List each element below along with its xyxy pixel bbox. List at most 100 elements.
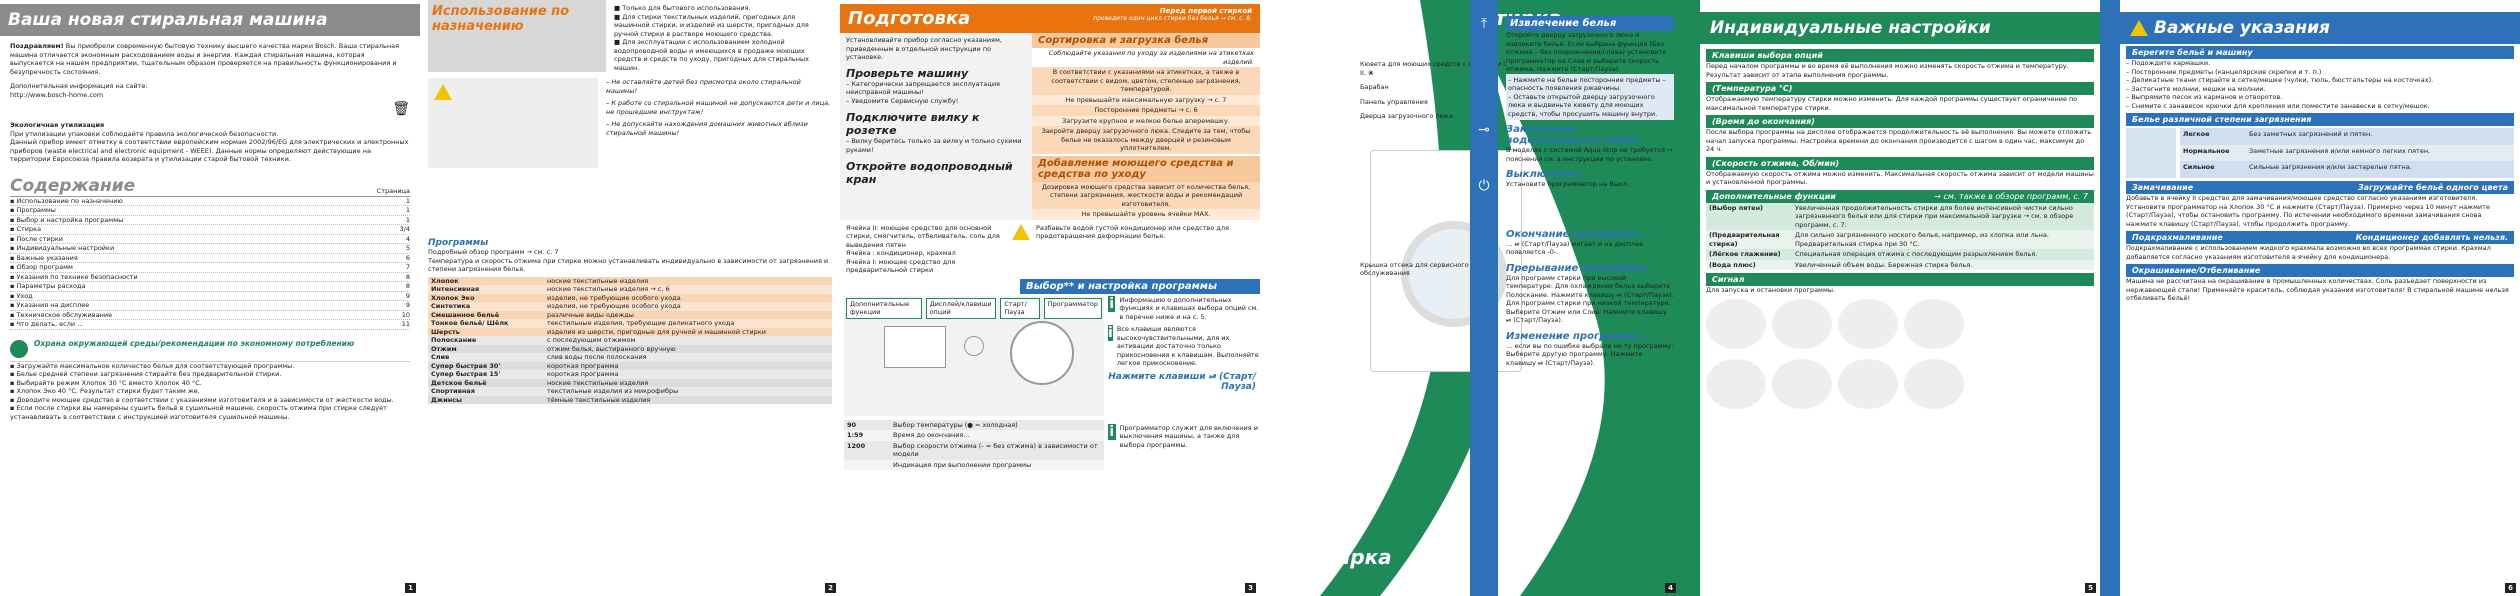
- spin-speed-title: (Скорость отжима, Об/мин): [1706, 156, 2094, 170]
- open-tap: Откройте водопроводный кран: [846, 160, 1013, 186]
- option-keys-text: Перед началом программы и во время её вы…: [1706, 62, 2069, 79]
- off-text: Установите программатор на Выкл.: [1506, 180, 1630, 188]
- toc-item-label: ▪ Важные указания: [10, 253, 78, 262]
- dial-diagram-8: [1904, 358, 1964, 409]
- step-2: 2: [1270, 380, 1284, 404]
- dial-diagram-5: [1706, 358, 1766, 409]
- soak-text: Добавьте в ячейку II средство для замачи…: [2126, 194, 2490, 228]
- intro-text: Вы приобрели современную бытовую технику…: [10, 42, 400, 76]
- interrupt-text: Для программ стирки при высокой температ…: [1506, 273, 1674, 325]
- toc-item-label: ▪ Указания по технике безопасности: [10, 272, 138, 281]
- panel-label: Дополнительные функции: [846, 297, 922, 319]
- unload-list: – Нажмите на белье посторонние предметы …: [1506, 73, 1674, 120]
- function-desc: Специальная операция отжима с последующи…: [1795, 250, 2038, 258]
- toc-item-page: 1: [405, 206, 410, 214]
- website-link[interactable]: http://www.bosch-home.com: [10, 90, 104, 99]
- info-2: Все клавиши являются высокочувствительны…: [1116, 325, 1259, 367]
- toc-item-page: 5: [405, 244, 410, 252]
- usage-item: ■ Для эксплуатации с использованием холо…: [614, 38, 809, 72]
- start-title: Нажмите клавиши ⏯ (Старт/Пауза): [1108, 371, 1256, 392]
- function-row[interactable]: (Вода плюс)Увеличенный объем воды. Береж…: [1706, 259, 2094, 270]
- prep-header: Подготовка Перед первой стиркой проведит…: [840, 4, 1260, 33]
- function-row[interactable]: (Выбор пятен)Увеличенная продолжительнос…: [1706, 202, 2094, 230]
- function-row[interactable]: (Лёгкое глажение)Специальная операция от…: [1706, 249, 2094, 260]
- temperature-title: (Температура °С): [1706, 82, 2094, 95]
- program-name: Хлопок: [431, 276, 459, 285]
- toc-item-page: 6: [405, 253, 410, 262]
- diagram-label: Панель управления: [1360, 97, 1428, 106]
- program-desc: различные виды одежды: [547, 310, 634, 319]
- contents-title: Содержание: [10, 175, 136, 196]
- start-pause-button[interactable]: [964, 335, 984, 356]
- program-row[interactable]: Супер быстрая 15'короткая программа: [428, 370, 832, 379]
- toc-item-label: ▪ Использование по назначению: [10, 196, 123, 205]
- toc-item-page: 3/4: [399, 225, 410, 233]
- spin-speed-text: Отображаемую скорость отжима можно измен…: [1706, 169, 2094, 187]
- toc-item-label: ▪ Уход: [10, 291, 33, 300]
- dial-diagram-6: [1772, 358, 1832, 409]
- toc-row[interactable]: ▪ Важные указания 6: [10, 253, 410, 263]
- toc-row[interactable]: ▪ Что делать, если ...11: [10, 320, 410, 330]
- env-item: ▪ Доводите моющее средство в соответстви…: [10, 395, 394, 404]
- program-name: Смешанное бельё: [431, 310, 500, 319]
- soil-desc: Без заметных загрязнений и пятен.: [2249, 130, 2373, 138]
- program-name: Джинсы: [431, 395, 463, 404]
- signal-title: Сигнал: [1706, 273, 2094, 286]
- usage-title: Использование по назначению: [432, 4, 570, 34]
- care-item: – Застегните молнии, мешки на молнии.: [2126, 84, 2266, 93]
- function-desc: Для сильно загрязненного ноского белья, …: [1795, 231, 2049, 248]
- display-desc: Выбор скорости отжима (- = без отжима) в…: [893, 441, 1098, 459]
- check-list: – Категорически запрещается эксплуатация…: [846, 80, 1026, 106]
- display-value: [844, 460, 890, 471]
- first-wash-title: Перед первой стиркой: [1159, 7, 1252, 15]
- panel-label: Программатор: [1043, 297, 1102, 319]
- function-row[interactable]: (Предварительная стирка)Для сильно загря…: [1706, 230, 2094, 249]
- soil-desc: Сильные загрязнения и/или застарелые пят…: [2249, 163, 2412, 172]
- program-dial[interactable]: [1010, 320, 1074, 385]
- display-desc: Время до окончания...: [893, 431, 970, 439]
- step-3: 3: [1520, 355, 1534, 379]
- settings-title: Индивидуальные настройки: [1700, 12, 2100, 44]
- info-icon: i: [1108, 325, 1113, 341]
- program-select-title: Выбор** и настройка программы: [1020, 278, 1260, 294]
- diagram-labels: Кювета для моющих средств с ячейками I, …: [1360, 60, 1560, 284]
- plug-list: – Вилку беритесь только за вилку и тольк…: [846, 137, 1026, 154]
- care-item: – Снимите с занавесок крючки для креплен…: [2126, 101, 2430, 110]
- check-item: – Категорически запрещается эксплуатация…: [846, 79, 1000, 97]
- program-row[interactable]: Супер быстрая 30'короткая программа: [428, 361, 832, 370]
- program-row[interactable]: Смешанное бельё различные виды одежды: [428, 310, 832, 319]
- program-name: Шерсть: [431, 327, 460, 336]
- blue-side-bar: [2100, 0, 2120, 596]
- care-item: – Подождите кармашки.: [2126, 59, 2211, 67]
- soak-title: Замачивание: [2132, 183, 2194, 192]
- display-value: 90: [847, 420, 857, 429]
- soil-level: Нормальное: [2183, 146, 2230, 155]
